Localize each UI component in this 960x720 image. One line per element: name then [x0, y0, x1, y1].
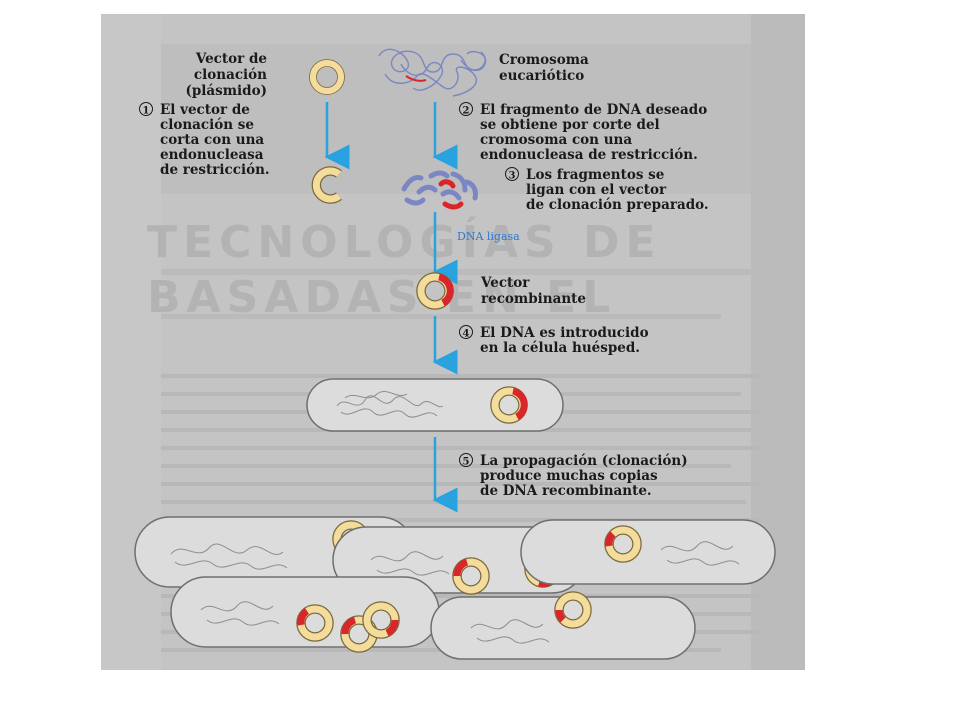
step2-line2: se obtiene por corte del	[480, 117, 660, 133]
cut-plasmid	[311, 166, 342, 204]
cloning-diagram: Vector de clonación (plásmido) Cromosoma…	[101, 14, 805, 670]
step1-marker	[139, 102, 153, 116]
step5-marker	[459, 453, 473, 467]
recombinant-label-line2: recombinante	[481, 291, 586, 307]
plasmid-vector	[309, 59, 345, 95]
host-cell	[306, 378, 564, 432]
step3-line2: ligan con el vector	[526, 182, 667, 198]
colony-cell	[170, 576, 440, 653]
step3-number: 3	[509, 171, 516, 182]
recombinant-label-line1: Vector	[480, 275, 530, 291]
chromosome-label-line1: Cromosoma	[499, 52, 589, 68]
ligase-label: DNA ligasa	[457, 230, 520, 243]
vector-label-line1: Vector de	[195, 51, 267, 67]
vector-label-line3: (plásmido)	[185, 83, 267, 99]
step5-number: 5	[463, 457, 470, 468]
step4-line2: en la célula huésped.	[480, 340, 640, 356]
step5-line2: produce muchas copias	[480, 468, 658, 484]
step2-line4: endonucleasa de restricción.	[480, 147, 698, 163]
step2-marker	[459, 102, 473, 116]
step1-line2: clonación se	[160, 117, 254, 133]
step3-line3: de clonación preparado.	[526, 197, 709, 213]
step4-number: 4	[463, 329, 470, 340]
recombinant-vector	[416, 272, 454, 310]
step1-line5: de restricción.	[160, 162, 270, 178]
chromosome-target-fragment	[405, 75, 427, 82]
chromosome-label-line2: eucariótico	[499, 68, 584, 84]
colony-cell	[430, 591, 696, 660]
step5-line1: La propagación (clonación)	[480, 453, 688, 469]
bg-headline-2: BASADAS EN EL	[147, 272, 616, 323]
bg-headline-1: TECNOLOGÍAS DE	[147, 215, 662, 268]
step1-line3: corta con una	[160, 132, 264, 148]
dna-fragments	[401, 170, 478, 210]
step1-line1: El vector de	[160, 102, 250, 118]
step2-line3: cromosoma con una	[480, 132, 632, 148]
step4-marker	[459, 325, 473, 339]
scanned-figure: Vector de clonación (plásmido) Cromosoma…	[101, 14, 805, 670]
step1-line4: endonucleasa	[160, 147, 264, 163]
step4-line1: El DNA es introducido	[480, 325, 649, 341]
step2-line1: El fragmento de DNA deseado	[480, 102, 707, 118]
step5-line3: de DNA recombinante.	[480, 483, 652, 499]
step2-number: 2	[463, 106, 470, 117]
step3-marker	[505, 167, 519, 181]
vector-label-line2: clonación	[194, 67, 267, 83]
eukaryotic-chromosome	[378, 48, 487, 97]
colony-cell	[520, 519, 776, 585]
cell-colony	[134, 516, 776, 660]
step3-line1: Los fragmentos se	[526, 167, 664, 183]
step1-number: 1	[143, 106, 150, 117]
